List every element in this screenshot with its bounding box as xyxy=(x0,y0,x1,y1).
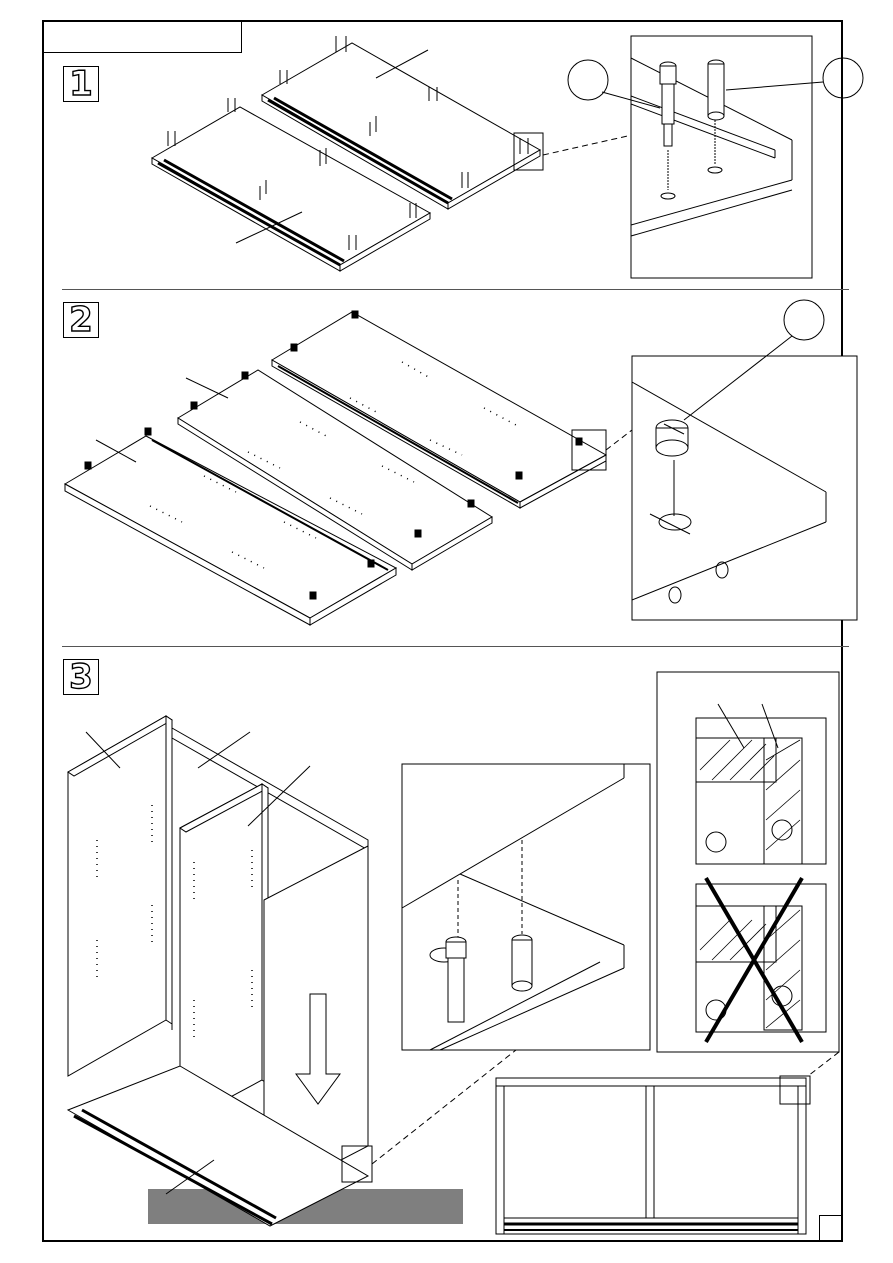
part-leader xyxy=(186,378,228,398)
cam-bolt-icon xyxy=(446,937,466,1022)
detail-leader xyxy=(372,1050,516,1164)
step3-detail-view xyxy=(402,764,650,1050)
step2-detail-view xyxy=(632,356,857,620)
detail-leader xyxy=(606,430,632,450)
callout-circle xyxy=(784,300,824,340)
step3-side-panel-left xyxy=(68,716,172,1076)
callout-circle xyxy=(823,58,863,98)
detail-leader xyxy=(808,1052,839,1076)
callout-circle xyxy=(568,60,608,100)
step3-front-view xyxy=(496,1076,810,1234)
detail-leader xyxy=(543,135,632,155)
step3-section-views xyxy=(657,672,839,1052)
step3-middle-panel xyxy=(180,784,268,1124)
dowel-icon xyxy=(708,60,724,120)
cam-lock-icon xyxy=(656,420,688,456)
dowel-icon xyxy=(512,935,532,991)
